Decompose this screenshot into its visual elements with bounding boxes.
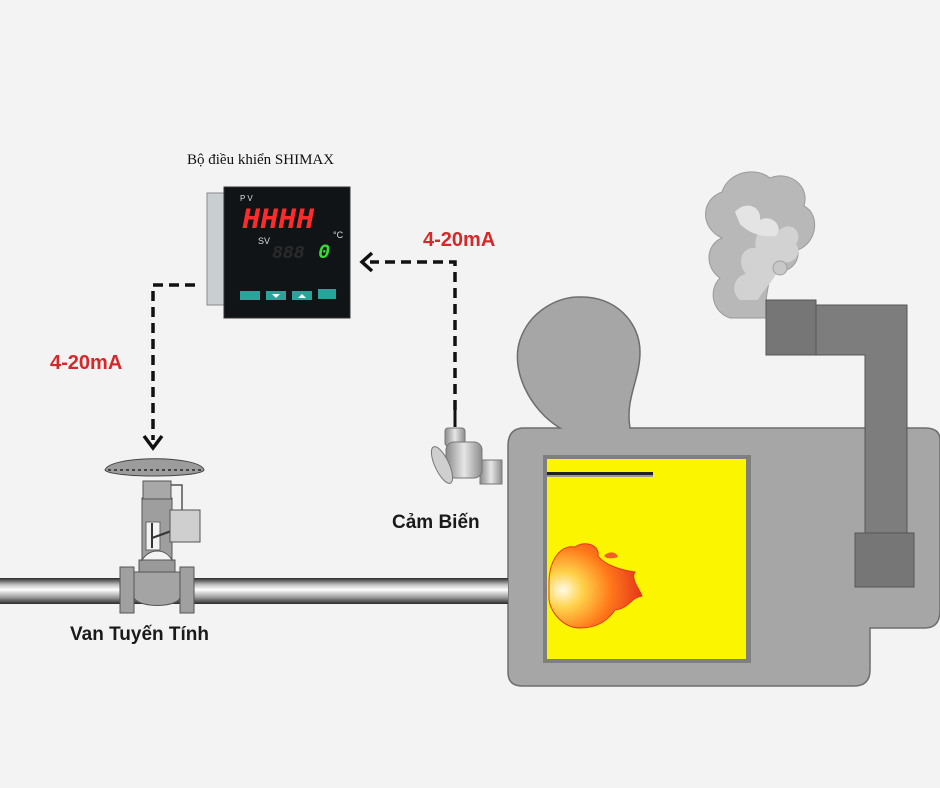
sensor-label: Cảm Biến bbox=[392, 512, 480, 533]
signal-label-valve: 4-20mA bbox=[50, 352, 123, 374]
svg-text:888: 888 bbox=[272, 244, 305, 264]
signal-line-controller-to-valve bbox=[142, 283, 195, 451]
pipe bbox=[0, 578, 508, 604]
linear-valve[interactable] bbox=[104, 458, 205, 614]
flame-icon bbox=[548, 543, 643, 629]
set-button[interactable] bbox=[318, 289, 336, 299]
signal-label-sensor: 4-20mA bbox=[423, 229, 496, 251]
unit-label: °C bbox=[333, 230, 344, 240]
valve-label: Van Tuyến Tính bbox=[70, 624, 209, 645]
pv-label: P V bbox=[240, 194, 253, 203]
sv-label: SV bbox=[258, 236, 270, 246]
shimax-controller[interactable]: P V HHHH SV °C 888 0 bbox=[206, 186, 351, 319]
pv-display: HHHH bbox=[242, 204, 315, 238]
signal-line-sensor-to-controller bbox=[359, 251, 457, 410]
temperature-sensor[interactable] bbox=[427, 410, 503, 486]
controller-title: Bộ điều khiển SHIMAX bbox=[187, 152, 335, 168]
smoke-icon bbox=[705, 171, 816, 319]
rs-button[interactable] bbox=[240, 291, 260, 300]
chimney bbox=[765, 299, 915, 588]
sv-display: 0 bbox=[318, 242, 330, 265]
furnace bbox=[507, 296, 940, 687]
sensor-probe bbox=[547, 472, 653, 475]
